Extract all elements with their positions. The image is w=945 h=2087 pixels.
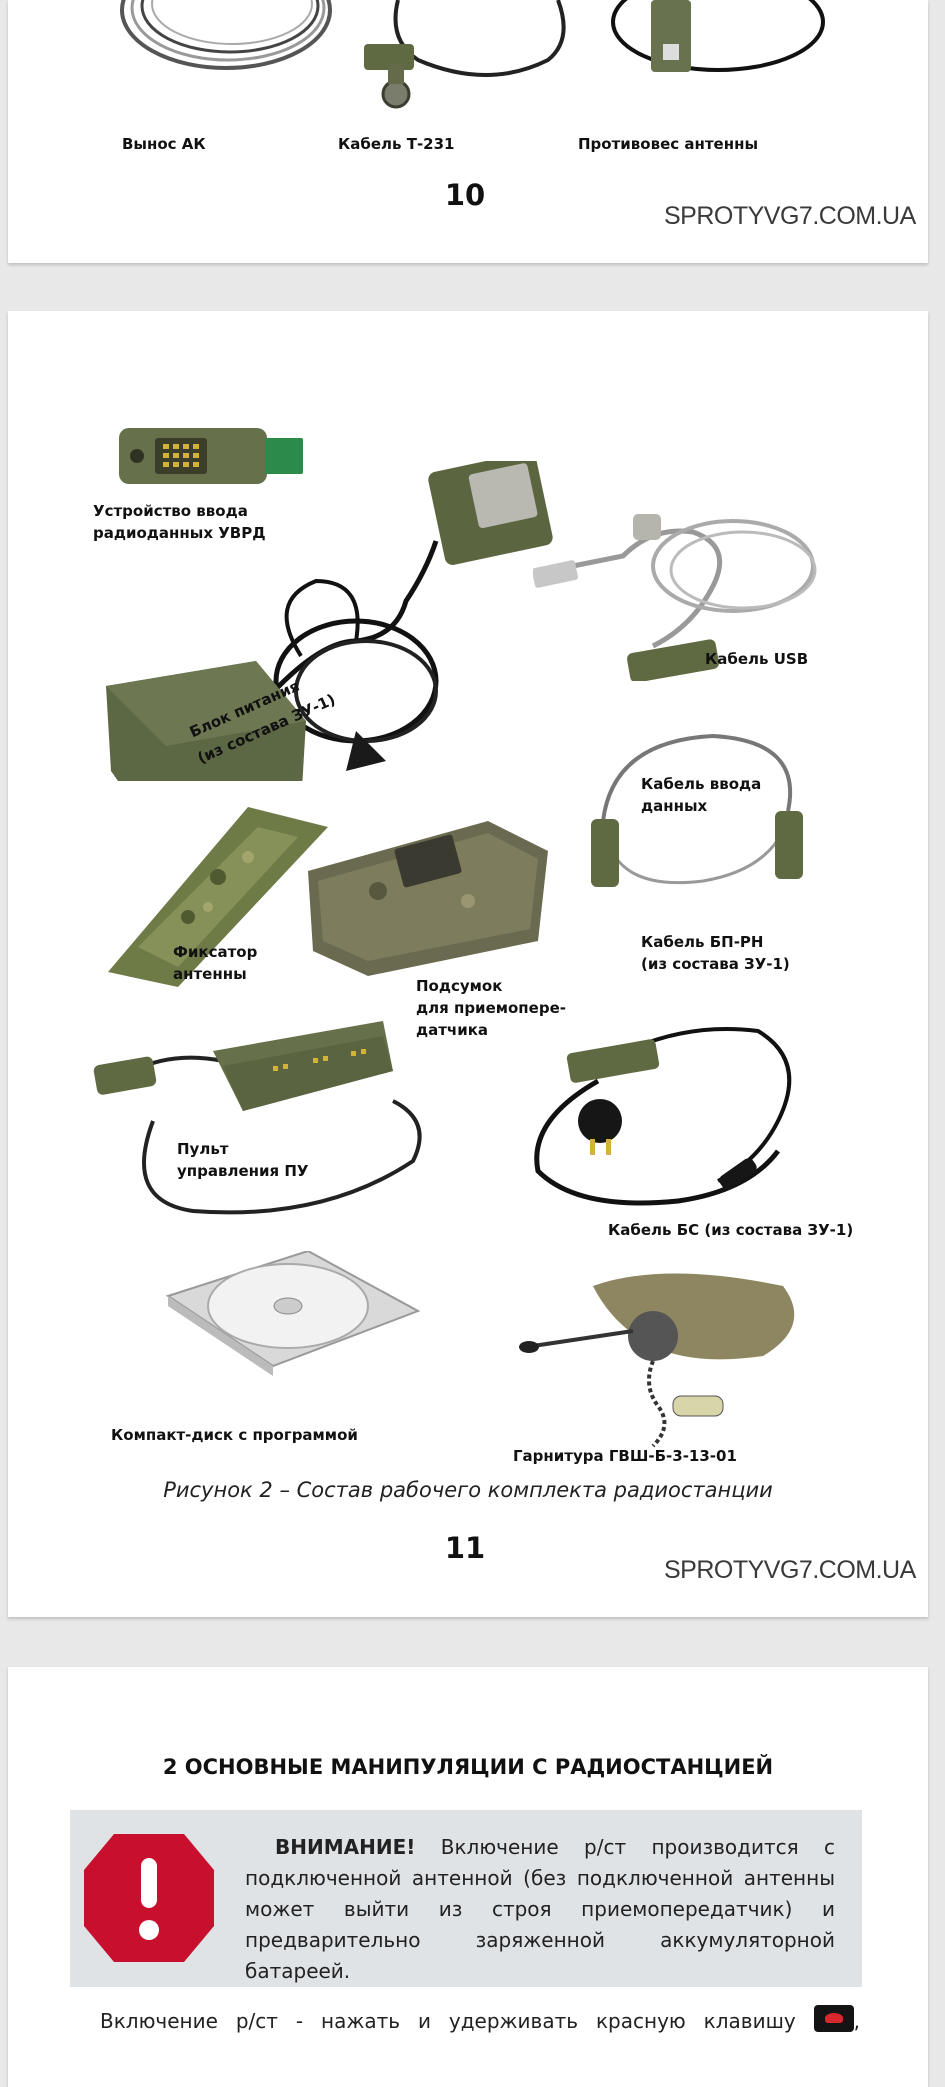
bs-cable-image bbox=[534, 1027, 792, 1206]
label-pouch-line2: для приемопере- bbox=[416, 999, 566, 1017]
document-page-10: Вынос АК Кабель Т-231 Противовес антенны… bbox=[8, 0, 928, 263]
body-paragraph: Включение р/ст - нажать и удерживать кра… bbox=[100, 2005, 860, 2033]
uvrd-device-image bbox=[119, 428, 303, 484]
antenna-counterweight-image bbox=[611, 0, 825, 72]
software-cd-image bbox=[165, 1251, 421, 1376]
site-watermark: SPROTYVG7.COM.UA bbox=[664, 202, 916, 230]
headset-image bbox=[519, 1273, 795, 1448]
label-bp-rn-line1: Кабель БП-РН bbox=[641, 933, 764, 951]
caption-antenna-extension: Вынос АК bbox=[122, 135, 206, 153]
section-heading: 2 ОСНОВНЫЕ МАНИПУЛЯЦИИ С РАДИОСТАНЦИЕЙ bbox=[162, 1755, 774, 1779]
page-number: 10 bbox=[444, 178, 486, 212]
warning-title: ВНИМАНИЕ! bbox=[275, 1835, 416, 1859]
label-pouch-line3: датчика bbox=[416, 1021, 489, 1039]
antenna-extension-image bbox=[120, 0, 332, 70]
label-data-cable-line2: данных bbox=[641, 797, 708, 815]
control-panel-image bbox=[93, 1021, 422, 1215]
label-data-cable-line1: Кабель ввода bbox=[641, 775, 762, 793]
transceiver-pouch-image bbox=[308, 821, 548, 976]
warning-body: Включение р/ст производится с подключенн… bbox=[245, 1835, 835, 1983]
label-antenna-clamp-line2: антенны bbox=[173, 965, 247, 983]
page-number: 11 bbox=[444, 1531, 486, 1565]
antenna-clamp-image bbox=[108, 807, 328, 987]
warning-text: ВНИМАНИЕ! Включение р/ст производится с … bbox=[245, 1832, 835, 1987]
figure-caption: Рисунок 2 – Состав рабочего комплекта ра… bbox=[163, 1478, 773, 1502]
label-control-panel-line1: Пульт bbox=[177, 1140, 229, 1158]
power-supply-image bbox=[106, 461, 553, 781]
warning-octagon-icon bbox=[84, 1834, 214, 1962]
cable-t231-image bbox=[364, 0, 566, 109]
caption-counterweight: Противовес антенны bbox=[578, 135, 759, 153]
label-usb-cable: Кабель USB bbox=[705, 650, 809, 668]
caption-cable-t231: Кабель Т-231 bbox=[338, 135, 455, 153]
label-uvrd-line2: радиоданных УВРД bbox=[93, 524, 266, 542]
label-bs-cable: Кабель БС (из состава ЗУ-1) bbox=[608, 1221, 854, 1239]
data-cable-image bbox=[591, 733, 803, 887]
label-control-panel-line2: управления ПУ bbox=[177, 1162, 309, 1180]
document-page-11: Устройство ввода радиоданных УВРД Кабель… bbox=[8, 311, 928, 1617]
document-page-12: 2 ОСНОВНЫЕ МАНИПУЛЯЦИИ С РАДИОСТАНЦИЕЙ В… bbox=[8, 1667, 928, 2087]
body-text: Включение р/ст - нажать и удерживать кра… bbox=[100, 2009, 796, 2033]
label-cd: Компакт-диск с программой bbox=[111, 1426, 358, 1444]
usb-cable-image bbox=[533, 514, 817, 681]
label-headset: Гарнитура ГВШ-Б-3-13-01 bbox=[513, 1447, 737, 1465]
body-comma: , bbox=[853, 2009, 860, 2033]
red-handset-key-icon bbox=[813, 2005, 854, 2032]
site-watermark: SPROTYVG7.COM.UA bbox=[664, 1556, 916, 1584]
label-pouch-line1: Подсумок bbox=[416, 977, 503, 995]
label-antenna-clamp-line1: Фиксатор bbox=[173, 943, 258, 961]
warning-box: ВНИМАНИЕ! Включение р/ст производится с … bbox=[70, 1810, 862, 1987]
label-uvrd-line1: Устройство ввода bbox=[93, 502, 248, 520]
label-bp-rn-line2: (из состава ЗУ-1) bbox=[641, 955, 790, 973]
